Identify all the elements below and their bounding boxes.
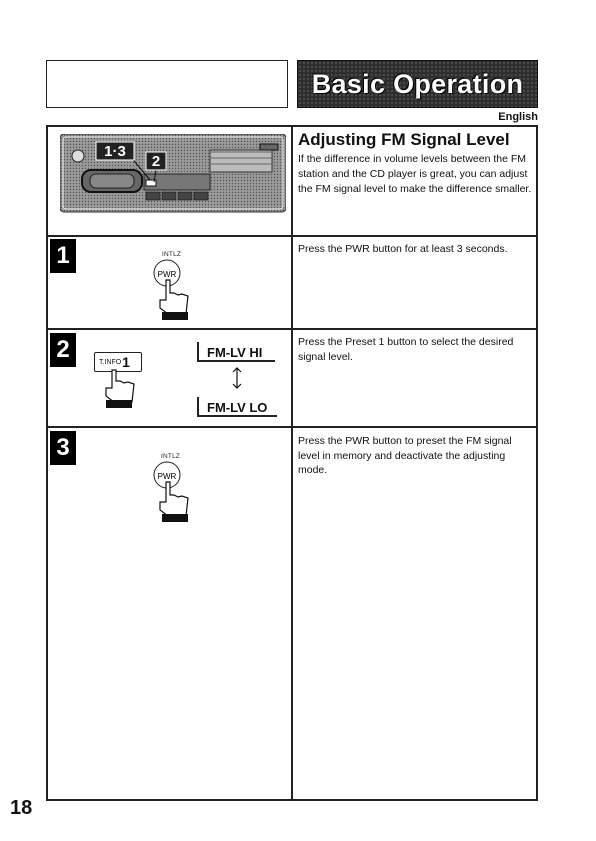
callout-label-2: 2 [152, 153, 160, 170]
row-divider-2 [46, 328, 538, 330]
section-title: Basic Operation [311, 68, 524, 99]
step-1-pwr-label: PWR [158, 270, 177, 279]
up-down-arrow-icon [232, 367, 242, 389]
display-fm-lv-hi: FM-LV HI [197, 342, 275, 362]
section-heading: Adjusting FM Signal Level [298, 130, 510, 149]
step-3-text: Press the PWR button to preset the FM si… [298, 435, 512, 476]
step-2-finger-illustration [105, 369, 135, 408]
step-1-pwr-button-illustration: PWR [153, 259, 189, 320]
pressing-finger-icon [159, 481, 189, 517]
step-2-tinfo-button: T.INFO 1 [94, 352, 142, 372]
display-fm-lv-lo: FM-LV LO [197, 397, 277, 417]
step-2-number: 2 [50, 333, 76, 367]
step-2-text: Press the Preset 1 button to select the … [298, 336, 514, 363]
row-divider-3 [46, 426, 538, 428]
column-divider [291, 125, 293, 801]
language-label: English [498, 111, 538, 123]
step-2-tinfo-label: T.INFO [99, 358, 122, 366]
step-1-intlz-label: INTLZ [162, 251, 182, 258]
car-stereo-illustration: 1·3 2 [60, 134, 286, 213]
step-1-number: 1 [50, 239, 76, 273]
pressing-finger-icon [105, 369, 135, 403]
section-banner: Basic Operation [297, 60, 538, 108]
header-blank-box [46, 60, 288, 108]
callout-label-1-3: 1·3 [104, 143, 126, 160]
step-3-intlz-label: INTLZ [161, 453, 181, 460]
pressing-finger-icon [159, 279, 189, 315]
step-3-number: 3 [50, 431, 76, 465]
step-3-pwr-label: PWR [158, 472, 177, 481]
step-2-preset-number: 1 [122, 354, 130, 370]
step-3-pwr-button-illustration: PWR [153, 461, 189, 522]
page-number: 18 [10, 797, 33, 819]
row-divider-1 [46, 235, 538, 237]
intro-paragraph: If the difference in volume levels betwe… [298, 153, 532, 195]
step-1-text: Press the PWR button for at least 3 seco… [298, 243, 508, 255]
